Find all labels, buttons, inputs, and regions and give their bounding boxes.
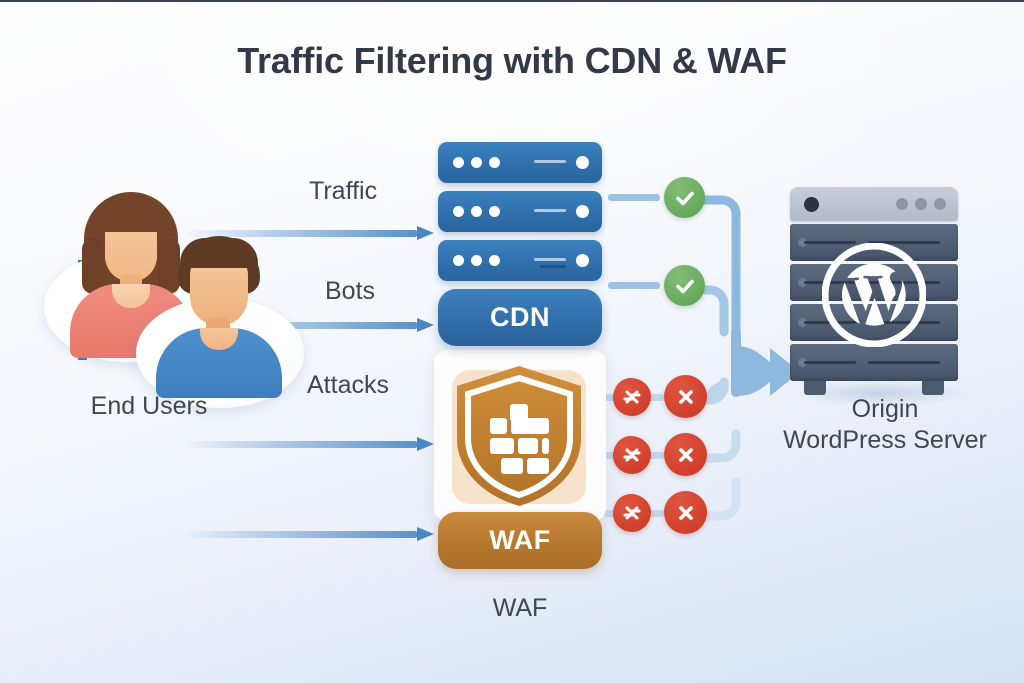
check-circle-icon-2 <box>664 265 705 306</box>
merge-arrow-to-origin <box>667 195 800 521</box>
avatar-male <box>156 236 282 398</box>
waf-node[interactable]: WAF <box>438 512 602 569</box>
wordpress-logo-icon <box>822 243 926 347</box>
firewall-brick-shield-icon <box>457 366 581 506</box>
origin-server-illustration <box>790 187 958 395</box>
blocked-burst-icon-1 <box>613 378 651 416</box>
cdn-node[interactable]: CDN <box>438 289 602 346</box>
server-rack-2 <box>438 191 602 232</box>
origin-server-feet <box>790 381 958 395</box>
flow-arrow-attacks <box>188 437 434 451</box>
page-title: Traffic Filtering with CDN & WAF <box>237 40 787 81</box>
blocked-burst-icon-3 <box>613 494 651 532</box>
origin-slot-4 <box>790 344 958 381</box>
cdn-waf-stack: CDN <box>438 142 604 346</box>
x-circle-icon-1 <box>664 375 707 418</box>
waf-label: WAF <box>489 525 551 555</box>
verdict-lead-2 <box>608 282 660 289</box>
x-circle-icon-3 <box>664 491 707 534</box>
blocked-burst-icon-2 <box>613 436 651 474</box>
origin-server-top-panel <box>790 187 958 221</box>
server-rack-3 <box>438 240 602 281</box>
waf-caption: WAF <box>492 594 548 622</box>
flow-label-bots: Bots <box>325 277 376 305</box>
origin-server-label: Origin WordPress Server <box>760 394 1010 455</box>
flow-arrow-traffic <box>188 226 434 240</box>
flow-arrow-extra <box>188 527 434 541</box>
end-users-label: End Users <box>90 392 208 420</box>
origin-label-line1: Origin <box>851 395 919 423</box>
flow-label-attacks: Attacks <box>307 371 389 399</box>
flow-arrow-bots <box>188 318 434 332</box>
origin-label-line2: WordPress Server <box>783 425 987 454</box>
verdict-lead-1 <box>608 194 660 201</box>
flow-label-traffic: Traffic <box>309 177 378 205</box>
end-users-illustration <box>44 180 304 408</box>
server-rack-1 <box>438 142 602 183</box>
cdn-label: CDN <box>490 302 550 332</box>
x-circle-icon-2 <box>664 433 707 476</box>
check-circle-icon-1 <box>664 177 705 218</box>
avatar-female <box>68 192 192 358</box>
power-led-icon <box>804 197 819 212</box>
